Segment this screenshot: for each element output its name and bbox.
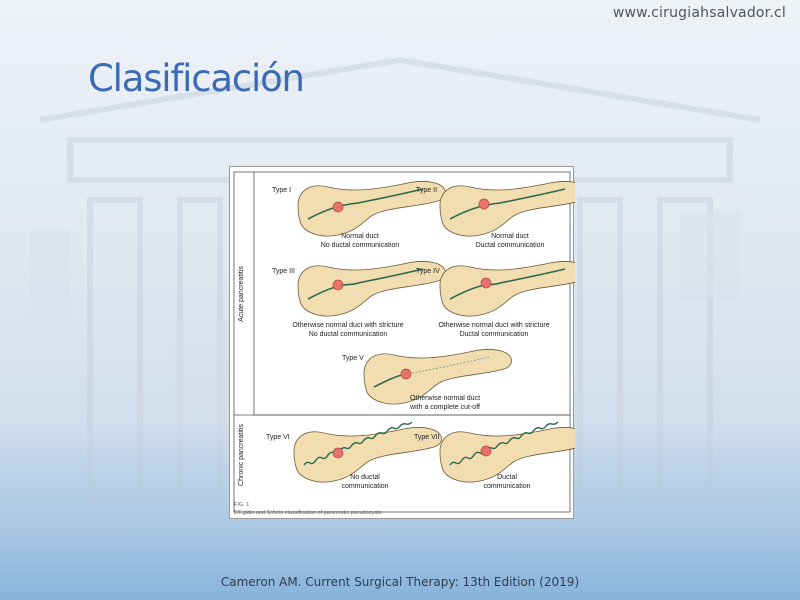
pseudocyst [478, 198, 490, 210]
panel-type-label: Type V [342, 355, 364, 362]
pancreatic-duct [449, 188, 566, 220]
panel-type-label: Type III [272, 268, 295, 275]
panel-line-2: with a complete cut-off [409, 404, 480, 411]
pseudocyst [332, 201, 344, 213]
classification-figure: Acute pancreatitis Chronic pancreatitis … [229, 166, 575, 519]
acute-group-label: Acute pancreatitis [238, 266, 245, 322]
panel-line-2: Ductal communication [476, 242, 545, 249]
pancreatic-duct-cutoff [411, 356, 490, 374]
pseudocyst [332, 447, 344, 459]
panel-line-1: Otherwise normal duct with stricture [438, 322, 549, 329]
panel-line-1: Normal duct [341, 233, 379, 240]
pancreatic-duct-tortuous [303, 421, 413, 466]
pseudocyst [332, 279, 344, 291]
panel-line-1: Otherwise normal duct with stricture [292, 322, 403, 329]
pseudocyst [480, 445, 492, 457]
pseudocyst [400, 368, 412, 380]
panel-type-label: Type I [272, 187, 291, 194]
site-url: www.cirugiahsalvador.cl [612, 5, 786, 21]
panel-type-label: Type IV [416, 268, 440, 275]
panel-type-label: Type II [416, 187, 437, 194]
panel-line-1: Normal duct [491, 233, 529, 240]
panel-line-1: Ductal [497, 474, 517, 481]
panel-line-2: communication [341, 483, 388, 490]
pancreatic-duct [307, 268, 424, 300]
panel-type-label: Type VI [266, 434, 290, 441]
panel-type-6: Type VI No ductal communication [266, 421, 442, 490]
pseudocyst [480, 277, 492, 289]
panel-type-5: Type V Otherwise normal duct with a comp… [342, 348, 512, 411]
panel-line-2: No ductal communication [321, 242, 400, 249]
panel-line-2: Ductal communication [460, 331, 529, 338]
diagram-frame [233, 171, 571, 513]
panel-type-label: Type VII [414, 434, 440, 441]
panel-type-4: Type IV Otherwise normal duct with stric… [416, 260, 575, 338]
panel-line-2: No ductal communication [309, 331, 388, 338]
classification-diagram: Acute pancreatitis Chronic pancreatitis … [233, 171, 575, 513]
panel-line-1: No ductal [350, 474, 380, 481]
pancreatic-duct [373, 374, 403, 388]
panel-line-2: communication [483, 483, 530, 490]
chronic-group-label: Chronic pancreatitis [238, 424, 245, 486]
panel-type-7: Type VII Ductal communication [414, 421, 575, 490]
figure-caption: D'Egidio and Schein classification of pa… [234, 510, 383, 516]
pancreatic-duct [449, 268, 566, 300]
citation: Cameron AM. Current Surgical Therapy: 13… [220, 575, 580, 589]
pancreatic-duct [307, 188, 424, 220]
panel-type-1: Type I Normal duct No ductal communicati… [272, 180, 446, 249]
slide-title: Clasificación [88, 57, 305, 100]
panel-line-1: Otherwise normal duct [410, 395, 480, 402]
pancreatic-duct-tortuous [449, 421, 559, 466]
panel-type-3: Type III Otherwise normal duct with stri… [272, 260, 446, 338]
panel-type-2: Type II Normal duct Ductal communication [416, 180, 575, 249]
figure-label: FIG. 1 [234, 502, 250, 508]
